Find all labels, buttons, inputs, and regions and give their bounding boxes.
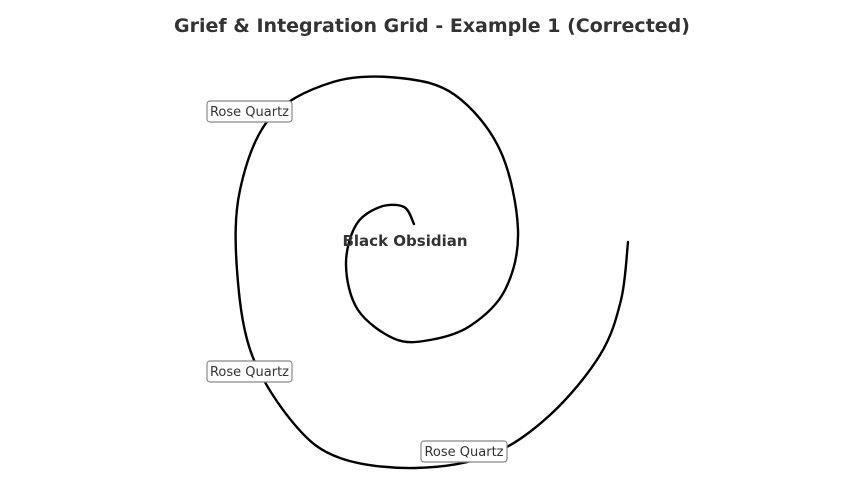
stone-label-2-text: Rose Quartz xyxy=(210,365,289,380)
stone-label-2-box xyxy=(206,360,293,383)
center-stone-label: Black Obsidian xyxy=(342,232,467,250)
diagram-title: Grief & Integration Grid - Example 1 (Co… xyxy=(174,15,690,37)
stone-label-1-box xyxy=(206,100,293,123)
stone-label-1: Rose Quartz xyxy=(206,100,293,123)
stone-label-1-text: Rose Quartz xyxy=(210,105,289,120)
stone-label-3-text: Rose Quartz xyxy=(424,445,503,460)
stone-label-3: Rose Quartz xyxy=(420,440,508,463)
spiral-path xyxy=(234,75,630,470)
stone-label-3-box xyxy=(420,440,508,463)
stone-label-2: Rose Quartz xyxy=(206,360,293,383)
